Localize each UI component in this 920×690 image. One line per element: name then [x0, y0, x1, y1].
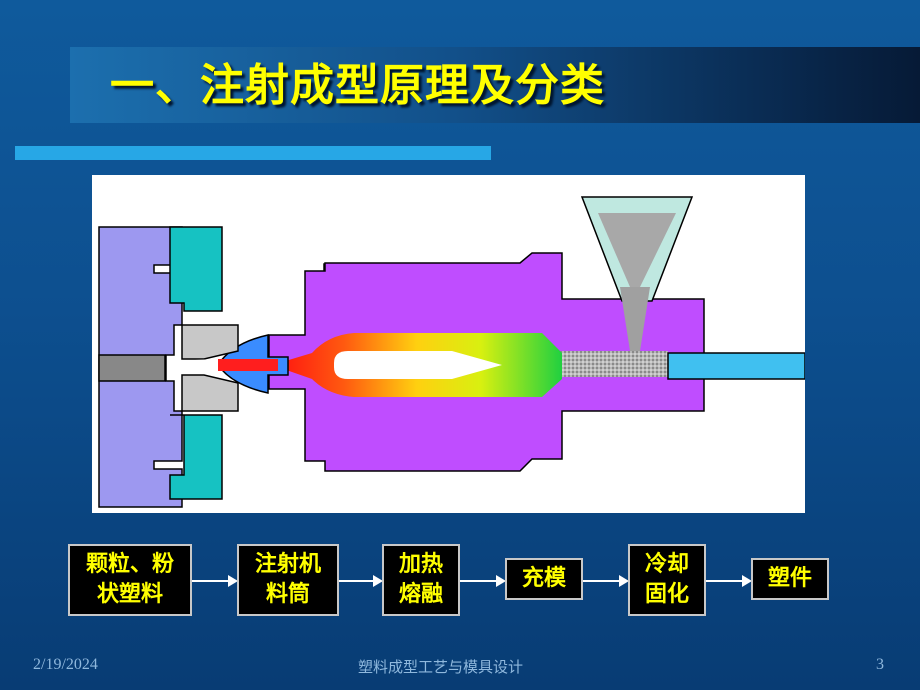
flow-step-plastic-part: 塑件 [751, 558, 829, 600]
flow-arrow-2 [339, 575, 383, 587]
injection-molding-diagram [92, 175, 805, 513]
screw-shaft [667, 352, 805, 380]
flow-arrow-3 [460, 575, 506, 587]
mold-insert-top [169, 226, 223, 312]
footer-date: 2/19/2024 [33, 656, 98, 673]
flow-step-cool-solidify: 冷却 固化 [628, 544, 706, 616]
screw-granules [552, 351, 668, 377]
hopper-material [598, 213, 676, 287]
flow-step-granules: 颗粒、粉 状塑料 [68, 544, 192, 616]
melt-core [334, 351, 502, 379]
mold-gate-top [181, 324, 239, 360]
title-band [70, 47, 920, 123]
slide-title: 一、注射成型原理及分类 [110, 60, 605, 111]
hopper-chute [620, 287, 650, 351]
footer-course-title: 塑料成型工艺与模具设计 [358, 658, 524, 676]
flow-arrow-4 [583, 575, 629, 587]
title-underline-bar [15, 146, 491, 160]
sprue [98, 354, 166, 382]
flow-step-barrel: 注射机 料筒 [237, 544, 339, 616]
flow-step-heat-melt: 加热 熔融 [382, 544, 460, 616]
nozzle-tip-melt [218, 359, 278, 371]
flow-arrow-5 [706, 575, 752, 587]
flow-arrow-1 [192, 575, 238, 587]
flow-step-fill-mold: 充模 [505, 558, 583, 600]
mold-insert-bottom [169, 414, 223, 500]
footer-page-number: 3 [876, 656, 884, 673]
mold-gate-bottom [181, 374, 239, 412]
sprue-flow [172, 359, 218, 373]
